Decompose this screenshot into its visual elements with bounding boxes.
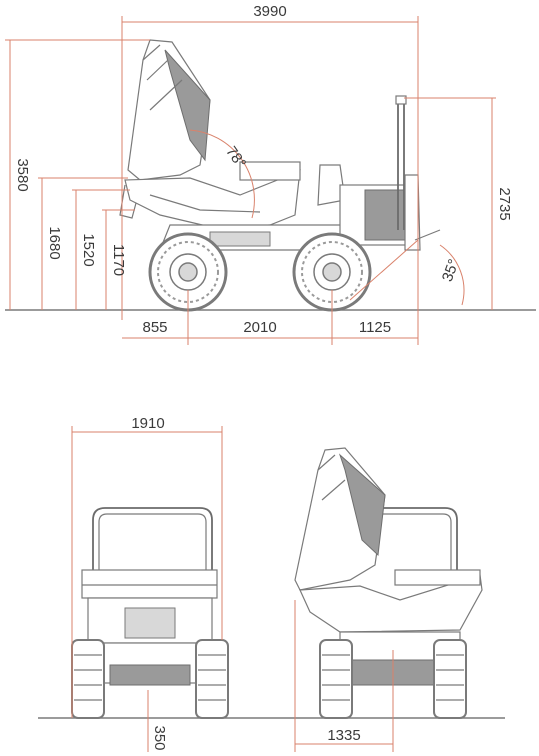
- front-view: 1910 350: [38, 415, 505, 752]
- dim-side-tip-offset: 1335: [327, 727, 360, 744]
- dim-front-width: 1910: [131, 415, 164, 432]
- side-tip-left-tyre: [319, 639, 353, 719]
- side-tip-right-tyre: [433, 639, 467, 719]
- chassis: [124, 95, 441, 251]
- dim-height-rops: 2735: [496, 187, 513, 220]
- dim-wheelbase: 2010: [243, 319, 276, 336]
- front-left-tyre: [71, 639, 105, 719]
- tipping-skip-top: [239, 161, 301, 181]
- dim-height-tipped: 3580: [14, 158, 31, 191]
- dim-overall-length: 3990: [253, 3, 286, 20]
- side-view: 3990 3580 1680 1520 1170 2735 855 2010 1…: [5, 3, 536, 345]
- rear-wheel: [292, 232, 372, 312]
- side-dimensions: [5, 16, 496, 345]
- dim-height-1170: 1170: [110, 244, 127, 276]
- dim-height-1520: 1520: [80, 233, 97, 266]
- front-wheel: [148, 232, 228, 312]
- front-right-tyre: [195, 639, 229, 719]
- dim-height-1680: 1680: [46, 226, 63, 259]
- dim-front-overhang: 855: [142, 319, 167, 336]
- raised-skip: [119, 39, 211, 219]
- dim-ground-clearance: 350: [151, 725, 168, 750]
- dim-departure-angle: 35°: [439, 257, 463, 284]
- dim-rear-overhang: 1125: [359, 319, 391, 336]
- side-tip-view: 1335: [294, 447, 483, 752]
